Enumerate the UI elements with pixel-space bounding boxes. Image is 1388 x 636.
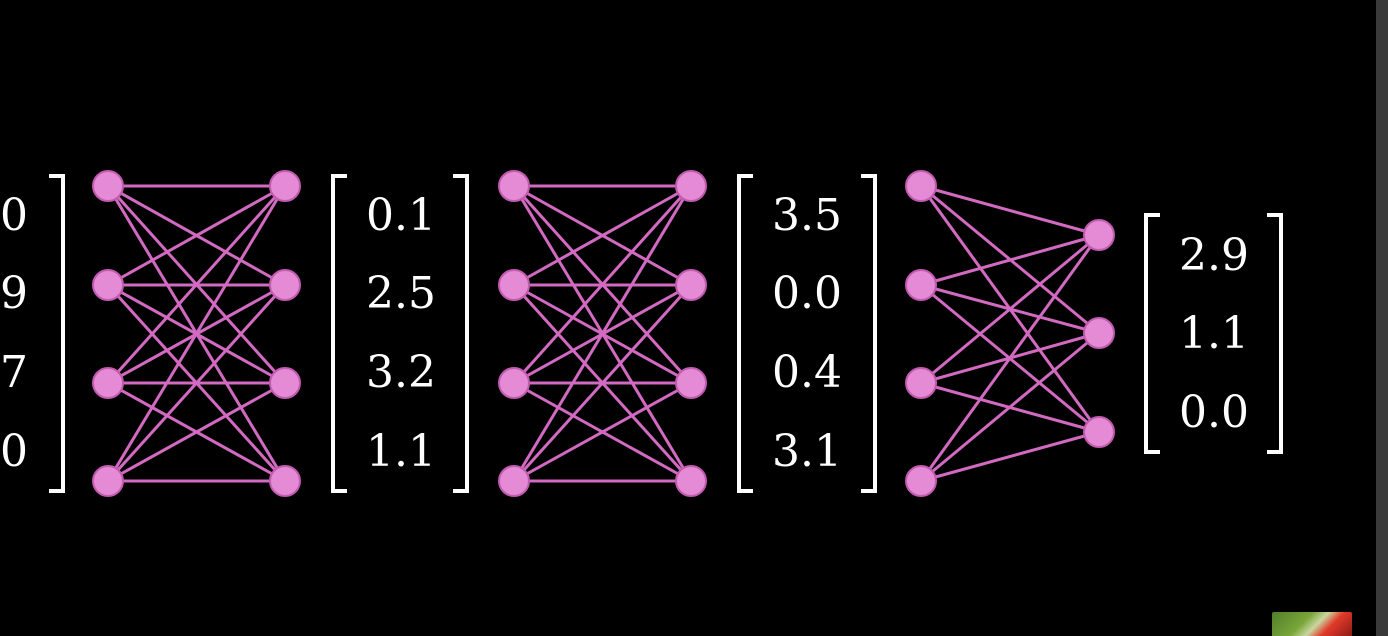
connection-edge — [512, 184, 693, 385]
input-value: 7 — [0, 347, 28, 398]
neuron-node — [498, 269, 530, 301]
right-bracket — [453, 174, 469, 493]
input-value: 9 — [0, 268, 28, 319]
neuron-node — [675, 170, 707, 202]
left-bracket — [331, 174, 347, 493]
connection-edge — [107, 184, 286, 287]
connection-edge — [920, 233, 1100, 287]
input-value: 0 — [0, 190, 28, 241]
right-bracket — [861, 174, 877, 493]
neuron-node — [905, 465, 937, 497]
output-value: 0.0 — [1179, 387, 1249, 438]
connection-edge — [920, 233, 1100, 385]
connection-edge — [513, 381, 692, 483]
neuron-node — [269, 465, 301, 497]
neuron-node — [1083, 317, 1115, 349]
neuron-node — [269, 170, 301, 202]
neuron-node — [92, 367, 124, 399]
neuron-node — [675, 465, 707, 497]
connection-edge — [106, 185, 287, 482]
neuron-node — [1083, 219, 1115, 251]
neuron-node — [498, 367, 530, 399]
hidden2-value: 0.0 — [772, 268, 842, 319]
neuron-node — [92, 269, 124, 301]
neuron-node — [905, 367, 937, 399]
connection-edge — [920, 184, 1100, 237]
connection-edge — [512, 185, 693, 482]
neuron-node — [269, 367, 301, 399]
connection-edge — [107, 381, 286, 483]
video-thumbnail[interactable] — [1272, 612, 1352, 636]
left-bracket — [1144, 213, 1160, 454]
neuron-node — [92, 465, 124, 497]
connection-edge — [920, 430, 1100, 483]
neuron-node — [269, 269, 301, 301]
neuron-node — [498, 465, 530, 497]
hidden2-value: 0.4 — [772, 347, 842, 398]
neuron-node — [905, 269, 937, 301]
hidden1-value: 1.1 — [366, 426, 436, 477]
left-bracket — [737, 174, 753, 493]
output-value: 2.9 — [1179, 230, 1249, 281]
output-value: 1.1 — [1179, 308, 1249, 359]
right-bracket — [1267, 213, 1283, 454]
hidden1-value: 2.5 — [366, 268, 436, 319]
hidden1-value: 0.1 — [366, 190, 436, 241]
neuron-node — [675, 269, 707, 301]
neuron-node — [675, 367, 707, 399]
hidden1-value: 3.2 — [366, 347, 436, 398]
connection-edge — [106, 283, 287, 483]
neuron-node — [498, 170, 530, 202]
connection-edge — [513, 184, 692, 287]
connection-edge — [512, 283, 693, 483]
connection-edge — [106, 184, 287, 385]
hidden2-value: 3.1 — [772, 426, 842, 477]
connection-edge — [920, 331, 1100, 483]
right-bracket — [49, 174, 65, 493]
input-value: 0 — [0, 426, 28, 477]
connection-edge — [919, 234, 1101, 482]
neuron-node — [905, 170, 937, 202]
hidden2-value: 3.5 — [772, 190, 842, 241]
neuron-node — [92, 170, 124, 202]
scrollbar-edge — [1376, 0, 1388, 636]
neuron-node — [1083, 416, 1115, 448]
